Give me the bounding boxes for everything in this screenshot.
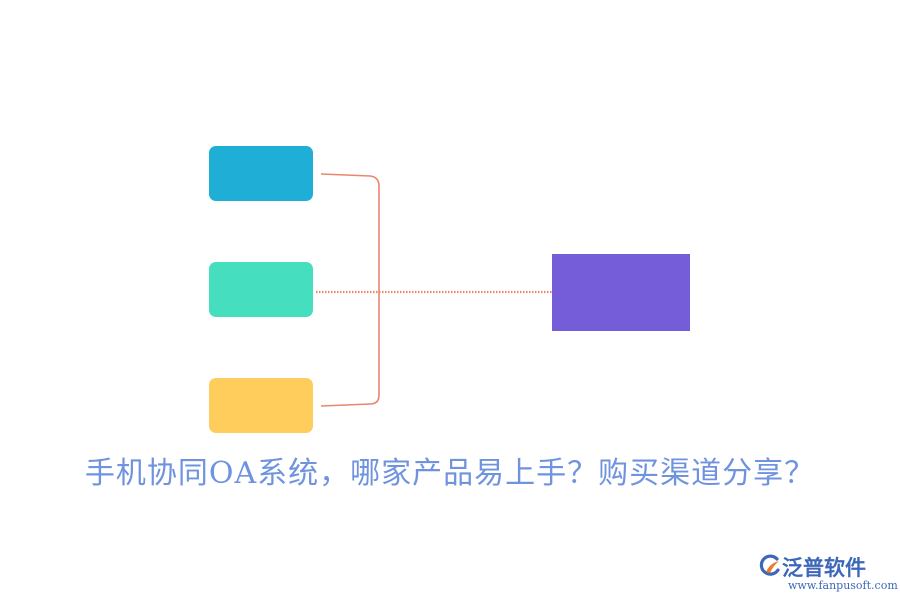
fanpu-logo-icon: [759, 554, 780, 576]
node-target: [552, 254, 690, 331]
logo-url: www.fanpusoft.com: [788, 579, 898, 592]
logo-name: 泛普软件: [782, 556, 866, 580]
caption-title: 手机协同OA系统，哪家产品易上手？购买渠道分享？: [84, 456, 816, 491]
brand-logo[interactable]: 泛普软件 www.fanpusoft.com: [758, 552, 898, 596]
connector-top: [320, 173, 380, 407]
node-bottom: [209, 378, 313, 433]
node-top: [209, 146, 313, 201]
node-middle: [209, 262, 313, 317]
